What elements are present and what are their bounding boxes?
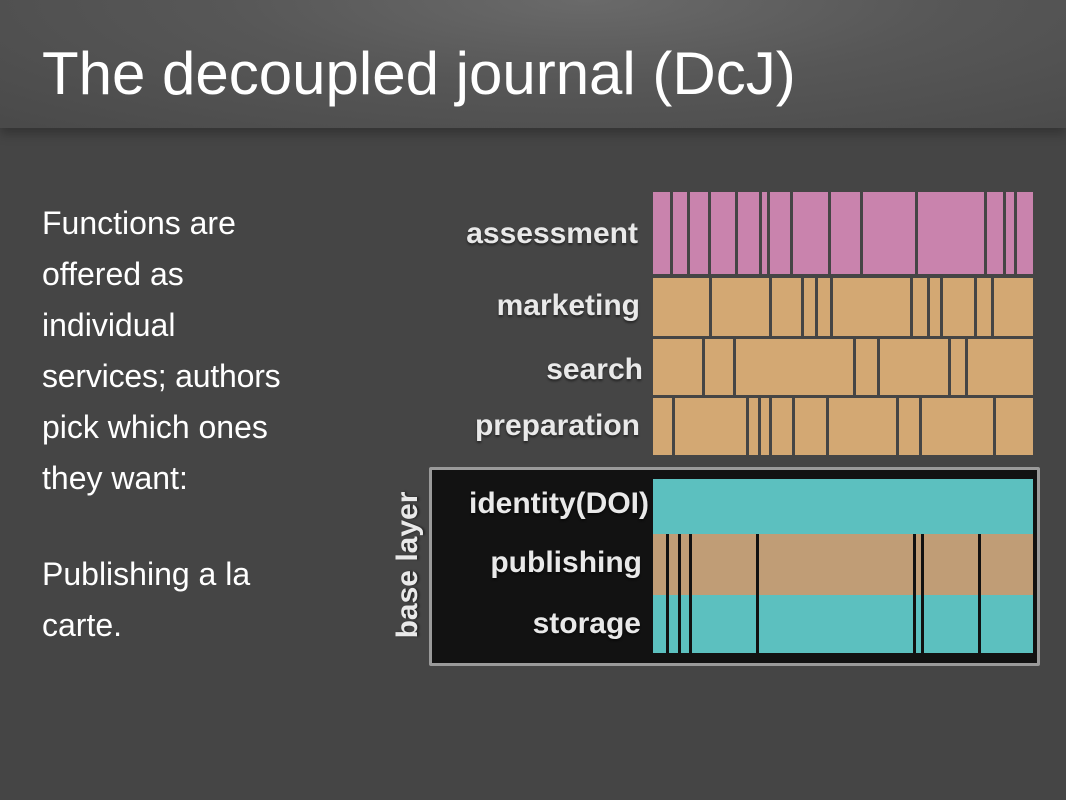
layer-label-marketing: marketing (496, 289, 640, 322)
assessment-segment (690, 192, 708, 274)
assessment-segment (653, 192, 670, 274)
layer-label-assessment: assessment (466, 217, 638, 250)
assessment-segment (738, 192, 759, 274)
paragraph-1-line: Functions are (42, 205, 236, 241)
paragraph-2-line: carte. (42, 607, 123, 643)
assessment-segment (1017, 192, 1033, 274)
preparation-segment (772, 398, 792, 455)
search-segment (653, 339, 702, 395)
search-segment (856, 339, 877, 395)
layer-label-preparation: preparation (474, 409, 640, 442)
publishing-segment (653, 534, 1033, 595)
storage-layer (653, 595, 1033, 653)
preparation-layer (653, 398, 1033, 455)
paragraph-1-line: individual (42, 307, 176, 343)
base-layer-label: base layer (391, 491, 424, 639)
preparation-segment (996, 398, 1033, 455)
preparation-segment (922, 398, 993, 455)
marketing-segment (977, 278, 991, 336)
slide-header (0, 0, 1066, 128)
preparation-segment (829, 398, 896, 455)
marketing-segment (818, 278, 830, 336)
slide-title: The decoupled journal (DcJ) (42, 40, 796, 107)
layer-label-search: search (546, 353, 643, 386)
base-divider (921, 534, 924, 653)
search-layer (653, 339, 1033, 395)
assessment-layer (653, 192, 1033, 274)
assessment-segment (1006, 192, 1014, 274)
paragraph-2: Publishing a la carte. (42, 549, 342, 651)
assessment-segment (762, 192, 767, 274)
marketing-segment (994, 278, 1033, 336)
base-layer-dividers (653, 534, 1033, 653)
base-divider (756, 534, 759, 653)
preparation-segment (761, 398, 769, 455)
search-segment (880, 339, 948, 395)
marketing-segment (913, 278, 927, 336)
paragraph-2-line: Publishing a la (42, 556, 251, 592)
assessment-segment (918, 192, 984, 274)
preparation-segment (749, 398, 758, 455)
identity-segment (653, 479, 1033, 534)
search-segment (951, 339, 965, 395)
assessment-segment (793, 192, 828, 274)
marketing-segment (930, 278, 940, 336)
base-divider (689, 534, 692, 653)
marketing-layer (653, 278, 1033, 336)
paragraph-1-line: offered as (42, 256, 184, 292)
preparation-segment (675, 398, 746, 455)
preparation-segment (653, 398, 672, 455)
layer-label-storage: storage (532, 607, 641, 640)
preparation-segment (795, 398, 826, 455)
marketing-segment (804, 278, 815, 336)
assessment-segment (673, 192, 687, 274)
paragraph-1-line: they want: (42, 460, 188, 496)
base-divider (666, 534, 669, 653)
assessment-segment (987, 192, 1003, 274)
marketing-segment (943, 278, 974, 336)
assessment-segment (831, 192, 860, 274)
paragraph-1: Functions are offered as individual serv… (42, 198, 342, 504)
publishing-layer (653, 534, 1033, 595)
layer-label-publishing: publishing (490, 546, 642, 579)
paragraph-1-line: services; authors (42, 358, 281, 394)
base-divider (913, 534, 916, 653)
assessment-segment (863, 192, 915, 274)
base-divider (978, 534, 981, 653)
storage-segment (653, 595, 1033, 653)
search-segment (968, 339, 1033, 395)
paragraph-1-line: pick which ones (42, 409, 268, 445)
preparation-segment (899, 398, 919, 455)
assessment-segment (770, 192, 790, 274)
layer-label-identity: identity(DOI) (469, 487, 649, 520)
search-segment (736, 339, 853, 395)
marketing-segment (833, 278, 910, 336)
marketing-segment (772, 278, 801, 336)
search-segment (705, 339, 733, 395)
base-divider (678, 534, 681, 653)
body-text: Functions are offered as individual serv… (42, 198, 342, 651)
assessment-segment (711, 192, 735, 274)
marketing-segment (653, 278, 709, 336)
identity-layer (653, 479, 1033, 534)
marketing-segment (712, 278, 769, 336)
